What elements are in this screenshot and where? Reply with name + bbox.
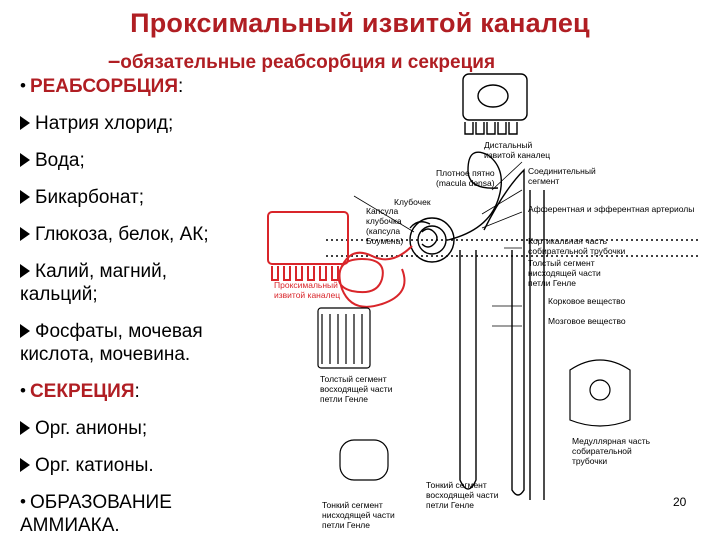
- heading-colon: :: [177, 76, 184, 97]
- list-item: Орг. катионы.: [20, 454, 310, 477]
- label-connecting-2: сегмент: [528, 176, 559, 186]
- slide-subtitle: –обязательные реабсорбция и секреция: [108, 48, 495, 74]
- label-connecting-1: Соединительный: [528, 166, 596, 176]
- subtitle-text: обязательные реабсорбция и секреция: [120, 52, 496, 73]
- list-item-text: Калий, магний,: [35, 261, 168, 282]
- cell-illustrations-right: [569, 359, 631, 427]
- loop-of-henle-illustration: [447, 151, 525, 496]
- label-proximal-1: Проксимальный: [274, 280, 338, 290]
- arrow-bullet-icon: [20, 116, 30, 130]
- page-number: 20: [673, 495, 687, 509]
- cell-illustrations-left: [317, 307, 389, 481]
- list-item: Калий, магний,кальций;: [20, 260, 310, 306]
- arrow-bullet-icon: [20, 458, 30, 472]
- label-capsule-4: Боумена): [366, 236, 403, 246]
- subtitle-dash: –: [108, 48, 121, 73]
- label-thick-right-3: петли Генле: [528, 278, 576, 288]
- proximal-tubule-highlight: [267, 211, 413, 308]
- heading-colon: :: [134, 381, 140, 402]
- list-item-text: Орг. анионы;: [35, 418, 148, 439]
- label-capsule-3: (капсула: [366, 226, 400, 236]
- label-cortical-collecting-2: собирательной трубочки: [528, 246, 626, 256]
- bullet-icon: •: [20, 381, 26, 400]
- label-thick-left-2: восходящей части: [320, 384, 393, 394]
- list-item: Натрия хлорид;: [20, 112, 310, 135]
- arrow-bullet-icon: [20, 264, 30, 278]
- arrow-bullet-icon: [20, 227, 30, 241]
- label-medullary-collecting-2: собирательной: [572, 446, 632, 456]
- label-cortex: Корковое вещество: [548, 296, 626, 306]
- label-thin-ascending-3: петли Генле: [426, 500, 474, 510]
- label-macula-2: (macula densa): [436, 178, 495, 188]
- label-thin-descending-1: Тонкий сегмент: [322, 500, 383, 510]
- list-item-continuation: АММИАКА.: [20, 515, 120, 536]
- distal-tubule-cell-illustration: [462, 73, 528, 135]
- list-item-text: Вода;: [35, 150, 85, 171]
- label-medullary-collecting-1: Медуллярная часть: [572, 436, 651, 446]
- list-item-text: Фосфаты, мочевая: [35, 321, 203, 342]
- label-arterioles: Афферентная и эфферентная артериолы: [528, 204, 694, 214]
- label-thick-right-2: нисходящей части: [528, 268, 601, 278]
- list-item-text: Глюкоза, белок, АК;: [35, 224, 209, 245]
- label-distal-2: извитой каналец: [484, 150, 550, 160]
- label-thick-left-1: Толстый сегмент: [320, 374, 387, 384]
- list-item: Глюкоза, белок, АК;: [20, 223, 310, 246]
- arrow-bullet-icon: [20, 421, 30, 435]
- label-thin-descending-2: нисходящей части: [322, 510, 395, 520]
- list-item-text: Орг. катионы.: [35, 455, 154, 476]
- label-medulla: Мозговое вещество: [548, 316, 626, 326]
- list-item: Орг. анионы;: [20, 417, 310, 440]
- label-cortical-collecting-1: Кортикальная часть: [528, 236, 608, 246]
- content-list: •РЕАБСОРБЦИЯ: Натрия хлорид; Вода; Бикар…: [20, 75, 310, 551]
- arrow-bullet-icon: [20, 153, 30, 167]
- label-capsule-2: клубочка: [366, 216, 402, 226]
- label-thin-descending-3: петли Генле: [322, 520, 370, 530]
- label-thin-ascending-2: восходящей части: [426, 490, 499, 500]
- list-item-text: ОБРАЗОВАНИЕ: [29, 492, 172, 513]
- slide-title: Проксимальный извитой каналец: [130, 8, 590, 38]
- label-distal-1: Дистальный: [484, 140, 532, 150]
- list-item-reabsorption: •РЕАБСОРБЦИЯ:: [20, 75, 310, 98]
- bullet-icon: •: [20, 492, 26, 511]
- list-item: Бикарбонат;: [20, 186, 310, 209]
- label-medullary-collecting-3: трубочки: [572, 456, 607, 466]
- label-proximal-2: извитой каналец: [274, 290, 340, 300]
- label-thick-right-1: Толстый сегмент: [528, 258, 595, 268]
- label-thin-ascending-1: Тонкий сегмент: [426, 480, 487, 490]
- bullet-icon: •: [20, 76, 26, 95]
- list-item: Вода;: [20, 149, 310, 172]
- list-item-secretion: •СЕКРЕЦИЯ:: [20, 380, 310, 403]
- label-capsule-1: Капсула: [366, 206, 399, 216]
- section-heading-secretion: СЕКРЕЦИЯ: [29, 381, 135, 402]
- list-item-text: Натрия хлорид;: [35, 113, 174, 134]
- section-heading-reabsorption: РЕАБСОРБЦИЯ: [29, 76, 178, 97]
- glomerulus-illustration: [409, 217, 455, 263]
- label-thick-left-3: петли Генле: [320, 394, 368, 404]
- label-glomerulus: Клубочек: [394, 197, 431, 207]
- list-item-continuation: кальций;: [20, 284, 98, 305]
- list-item-continuation: кислота, мочевина.: [20, 344, 191, 365]
- list-item-text: Бикарбонат;: [35, 187, 145, 208]
- label-macula-1: Плотное пятно: [436, 168, 495, 178]
- svg-text:Плотное пятно(macula densa): Плотное пятно(macula densa): [436, 168, 495, 188]
- arrow-bullet-icon: [20, 190, 30, 204]
- arrow-bullet-icon: [20, 324, 30, 338]
